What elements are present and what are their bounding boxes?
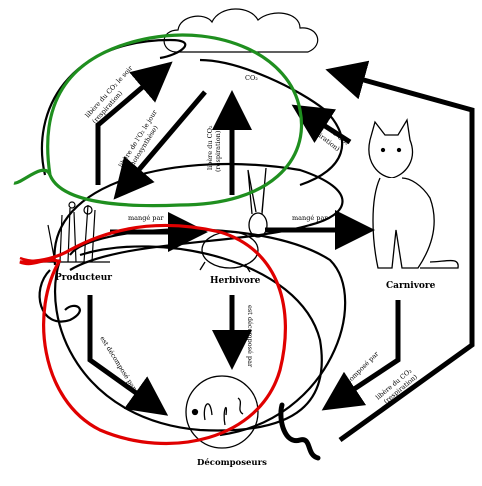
producer-label: Producteur	[55, 273, 112, 283]
lynx-icon	[368, 118, 459, 269]
eaten-by-label-2: mangé par	[292, 214, 328, 222]
co2-label: CO₂	[245, 74, 258, 82]
producer-decomposed-label: est décomposé par	[98, 335, 138, 393]
herbivore-release-label: libère du CO₂	[206, 125, 214, 170]
herbivore-release-sublabel: (respiration)	[214, 130, 222, 172]
producer-plant-icon	[40, 201, 110, 263]
worm-icon	[278, 402, 321, 461]
arrow-night-release	[95, 61, 173, 185]
eaten-by-label-1: mangé par	[128, 214, 164, 222]
decomposers-label: Décomposeurs	[197, 457, 267, 468]
cloud-icon	[163, 8, 319, 53]
arrow-carnivore-decomposed	[321, 300, 401, 411]
arrow-producer-decomposed	[87, 295, 169, 416]
red-circle-tail	[19, 256, 56, 263]
herbivore-label: Herbivore	[210, 276, 261, 286]
arrow-decomposer-release	[325, 60, 475, 443]
decomposer-microscope-icon	[185, 375, 259, 449]
green-highlight-circle	[13, 33, 303, 208]
herbivore-decomposed-label: est décomposé par	[246, 305, 254, 368]
flow-arrows	[87, 60, 475, 443]
black-scribbles	[38, 38, 347, 437]
carnivore-label: Carnivore	[386, 281, 436, 291]
